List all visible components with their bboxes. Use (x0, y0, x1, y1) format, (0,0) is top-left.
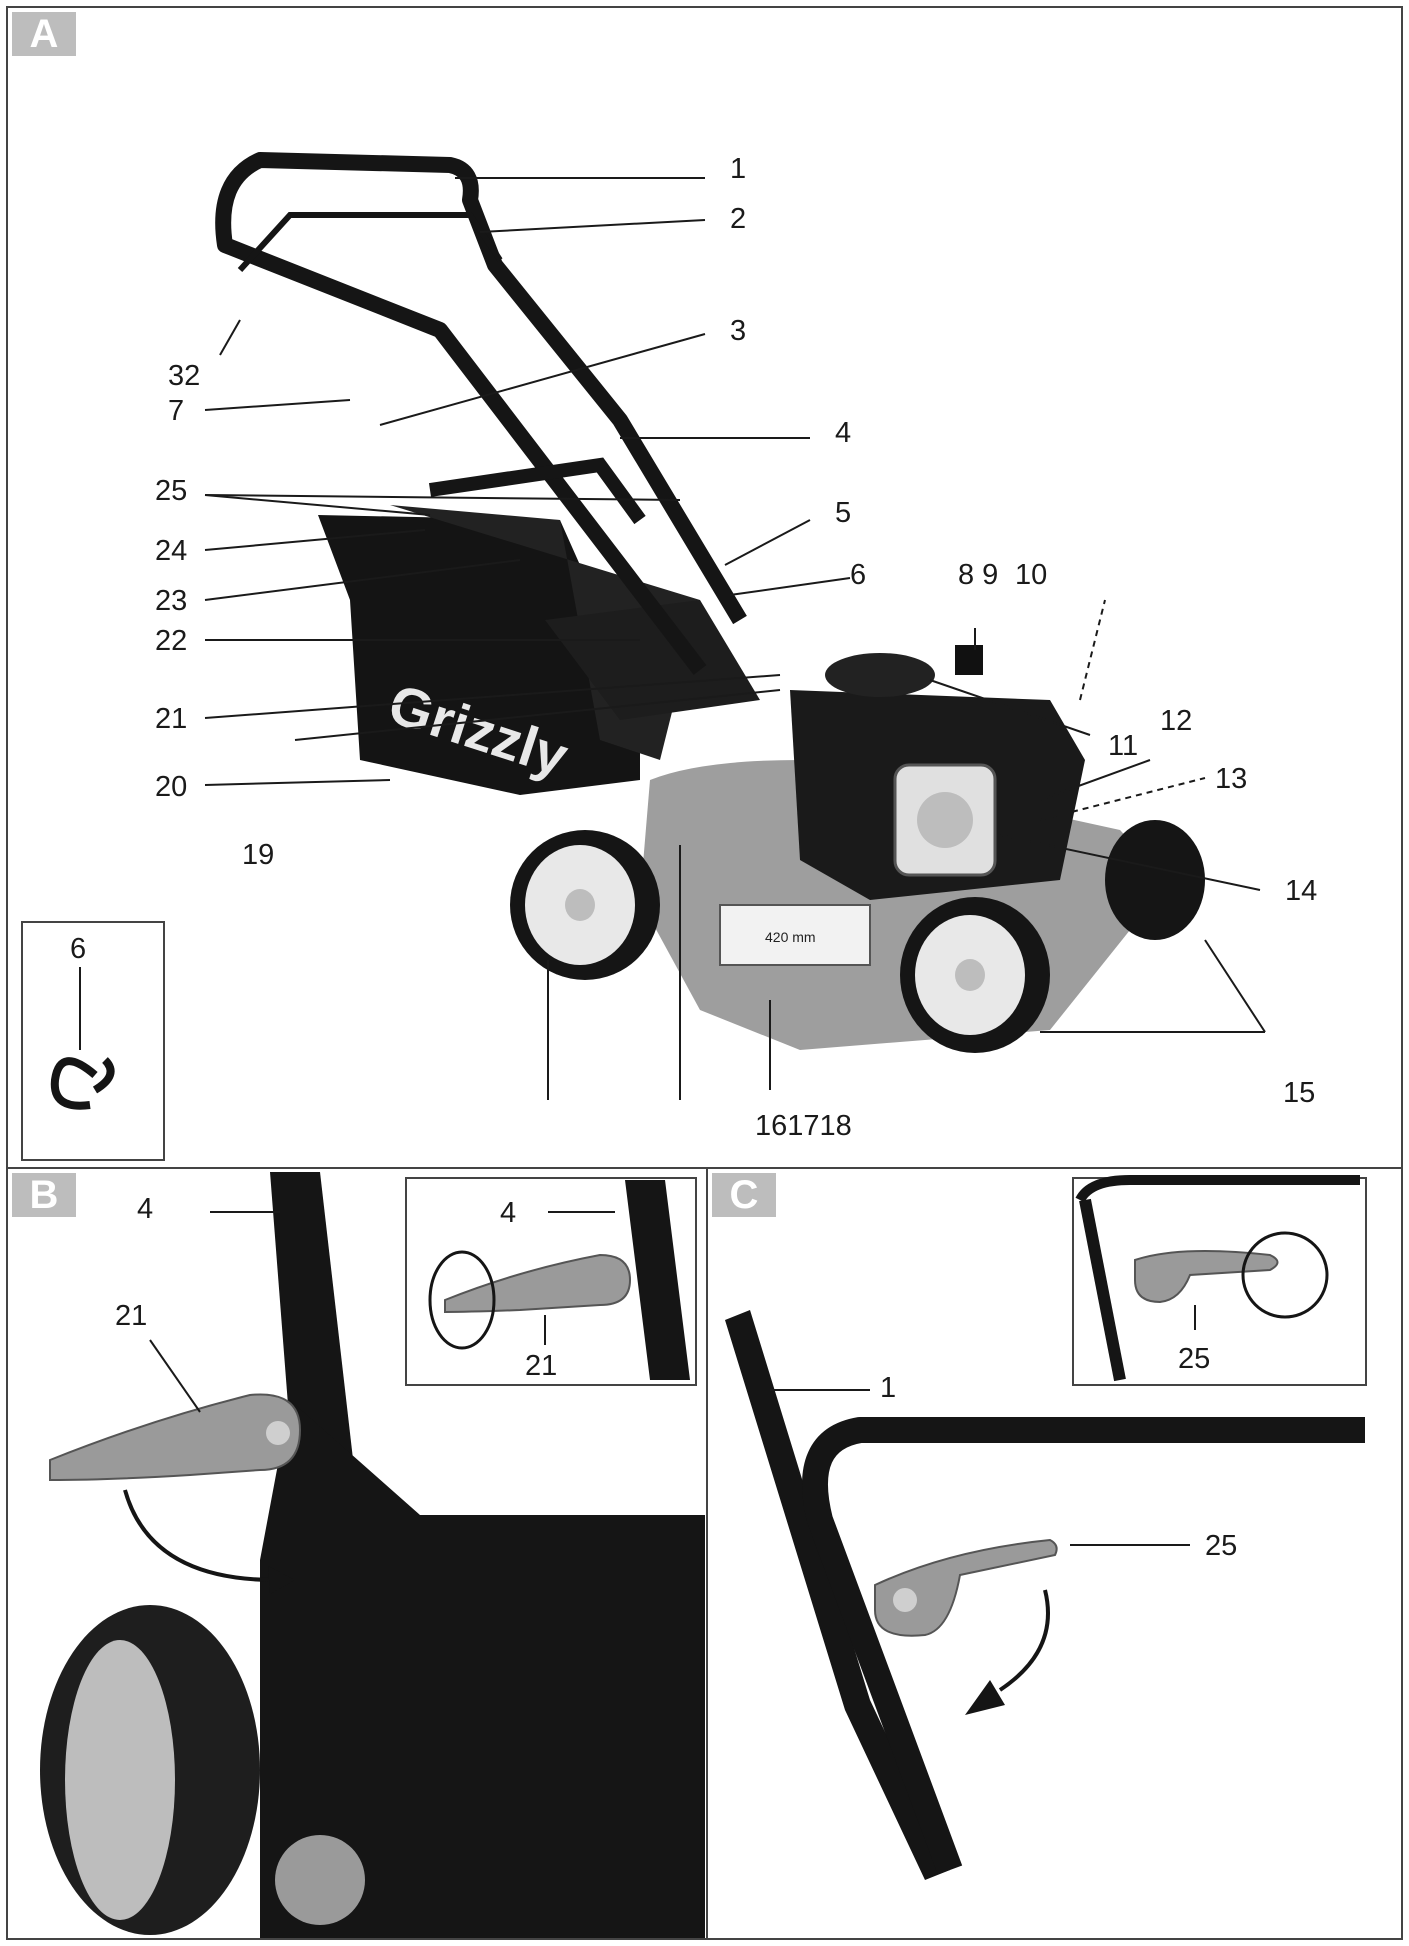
inset-label-6: 6 (70, 933, 86, 965)
lever-21 (49, 1393, 302, 1482)
inset-rotate-arrow-icon (428, 1250, 496, 1350)
label-3: 3 (730, 315, 746, 347)
b-label-21: 21 (115, 1300, 147, 1332)
clip-icon (50, 1057, 115, 1110)
label-14: 14 (1285, 875, 1317, 907)
front-left-wheel (510, 830, 660, 980)
rear-right-wheel (1105, 820, 1205, 940)
label-1: 1 (730, 153, 746, 185)
rotate-arrow-c-icon (998, 1589, 1050, 1692)
inset-lever-25 (1134, 1250, 1279, 1304)
inset-part-6 (21, 921, 165, 1161)
label-23: 23 (155, 585, 187, 617)
label-12: 12 (1160, 705, 1192, 737)
b-inset-label-4: 4 (500, 1197, 516, 1229)
rotate-arrow-icon (123, 1489, 276, 1582)
panel-b-tag: B (12, 1173, 76, 1217)
safety-bar (237, 212, 503, 273)
inset-lever-21 (444, 1253, 632, 1314)
label-11: 11 (1108, 730, 1138, 762)
inset-rotate-arrow-c-icon (1241, 1231, 1329, 1319)
label-10: 10 (1015, 559, 1047, 591)
label-2: 2 (730, 203, 746, 235)
panel-c-tag: C (712, 1173, 776, 1217)
b-label-4: 4 (137, 1193, 153, 1225)
label-5: 5 (835, 497, 851, 529)
deck-sticker-text: 420 mm (765, 929, 816, 945)
grass-bag (318, 515, 640, 795)
label-8-9: 8 9 (958, 559, 998, 591)
label-19: 19 (242, 839, 274, 871)
front-right-wheel (900, 897, 1050, 1053)
label-24: 24 (155, 535, 187, 567)
ball-knob (275, 1835, 365, 1925)
label-32: 32 (168, 360, 200, 392)
c-label-1: 1 (880, 1372, 896, 1404)
panel-a-tag: A (12, 12, 76, 56)
upper-handle (215, 152, 747, 675)
c-inset-label-25: 25 (1178, 1343, 1210, 1375)
label-21: 21 (155, 703, 187, 735)
label-4: 4 (835, 417, 851, 449)
label-20: 20 (155, 771, 187, 803)
c-label-25: 25 (1205, 1530, 1237, 1562)
label-7: 7 (168, 395, 184, 427)
label-13: 13 (1215, 763, 1247, 795)
label-6: 6 (850, 559, 866, 591)
leader-lines-a (204, 177, 1266, 1100)
inset-c (1072, 1177, 1367, 1386)
label-16-17-18: 161718 (755, 1110, 852, 1142)
handle-bar-c (802, 1417, 1365, 1875)
label-25: 25 (155, 475, 187, 507)
b-inset-label-21: 21 (525, 1350, 557, 1382)
label-15: 15 (1283, 1077, 1315, 1109)
lever-25 (874, 1538, 1058, 1637)
label-22: 22 (155, 625, 187, 657)
